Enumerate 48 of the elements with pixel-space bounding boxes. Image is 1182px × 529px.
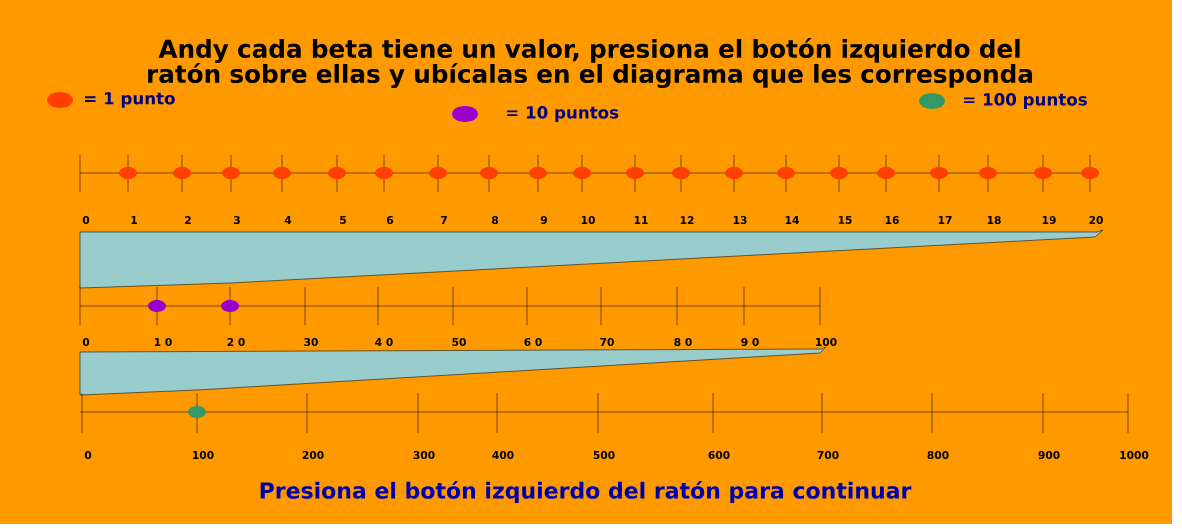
tick-label: 0 [82,215,90,225]
tick-label: 70 [600,337,614,347]
tick-label: 6 0 [524,337,542,347]
tick-label: 6 [386,216,394,225]
tick-label: 100 [193,450,214,460]
tick-label: 900 [1038,450,1060,460]
tick-label: 11 [634,216,648,224]
tick-label: 200 [302,450,324,460]
tick-label: 400 [492,450,514,460]
tick-label: 16 [885,216,899,225]
tick-label: 100 [816,337,837,347]
tick-label: 300 [413,450,435,460]
tick-label: 700 [817,450,839,460]
tick-label: 800 [927,450,949,460]
instruction-text: Presiona el botón izquierdo del ratón para continuar [260,480,912,504]
legend-text: = 10 puntos [507,106,619,122]
tick-label: 7 [441,216,447,224]
tick-label: 4 [284,216,292,224]
tick-label: 8 0 [674,337,692,347]
tick-label: 500 [593,450,615,460]
tick-label: 9 [540,216,548,225]
tick-label: 1000 [1120,450,1149,460]
legend-text: = 100 puntos [964,93,1087,109]
tick-label: 19 [1042,216,1056,225]
tick-label: 50 [452,337,466,347]
tick-label: 9 0 [741,337,759,347]
tick-label: 600 [708,450,730,460]
tick-label: 1 0 [154,337,172,347]
tick-label: 30 [304,337,318,347]
tick-label: 0 [84,450,92,460]
tick-label: 15 [838,216,852,224]
tick-label: 13 [733,215,747,225]
tick-label: 0 [82,337,90,347]
tick-label: 14 [785,216,799,224]
tick-label: 5 [340,216,346,224]
tick-label: 4 0 [375,337,393,347]
tick-label: 20 [1089,215,1103,225]
tick-label: 1 [131,216,137,224]
tick-label: 18 [987,215,1001,225]
tick-label: 12 [680,216,694,224]
legend-text: = 1 punto [85,92,175,108]
tick-label: 10 [581,215,595,225]
tick-label: 2 0 [227,337,245,347]
tick-label: 3 [234,215,240,225]
tick-label: 17 [938,216,952,224]
tick-label: 8 [491,215,499,225]
tick-label: 2 [185,216,191,224]
title-text: Andy cada beta tiene un valor, presiona el botón izquierdo del ratón sobre ellas y ubícalas en el diagrama que les corresponda [148,37,1033,89]
